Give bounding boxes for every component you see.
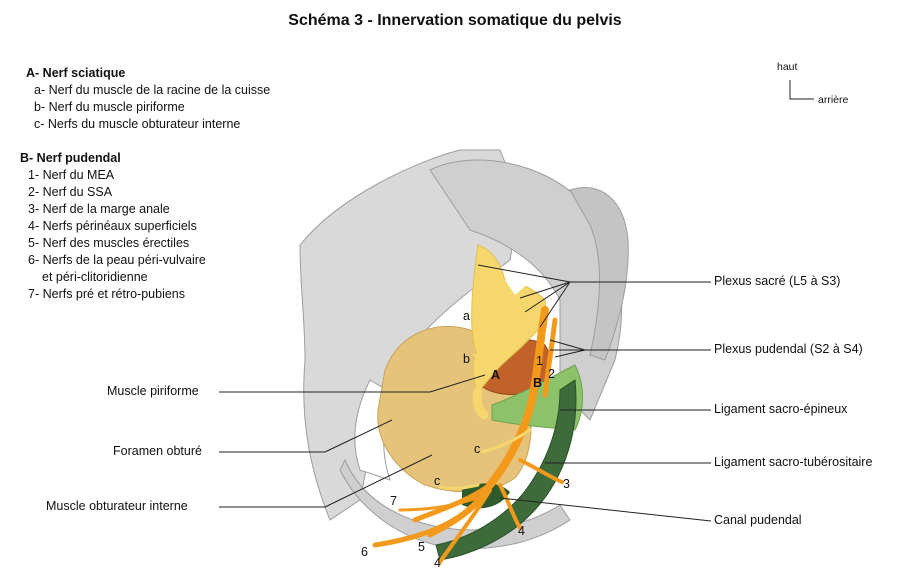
marker-6: 6 <box>361 545 368 559</box>
orientation-up-label: haut <box>777 61 798 73</box>
legend-item-a: a- Nerf du muscle de la racine de la cui… <box>34 83 271 97</box>
marker-c-lower: c <box>434 474 441 488</box>
marker-2: 2 <box>548 367 555 381</box>
leader-lines <box>219 264 712 522</box>
legend-sciatic-heading: A- Nerf sciatique <box>26 66 126 80</box>
legend-item-3: 3- Nerf de la marge anale <box>28 202 170 216</box>
legend-item-6: 6- Nerfs de la peau péri-vulvaire <box>28 253 206 267</box>
sciatic-nerve <box>472 387 489 420</box>
marker-b: b <box>463 352 470 366</box>
label-sacrotuberous-ligament: Ligament sacro-tubérositaire <box>714 455 873 469</box>
marker-4-upper: 4 <box>518 524 525 538</box>
marker-c-upper: c <box>474 442 481 456</box>
label-sacral-plexus: Plexus sacré (L5 à S3) <box>714 274 841 288</box>
legend-sciatic: A- Nerf sciatique a- Nerf du muscle de l… <box>26 65 270 133</box>
legend-item-7: 7- Nerfs pré et rétro-pubiens <box>28 287 186 301</box>
orientation-back-label: arrière <box>818 94 849 106</box>
legend-item-6-continued: et péri-clitoridienne <box>42 270 148 284</box>
marker-7: 7 <box>390 494 397 508</box>
marker-1: 1 <box>536 354 543 368</box>
legend-pudendal-heading: B- Nerf pudendal <box>20 151 121 165</box>
marker-pudendal-B: B <box>533 376 543 390</box>
sciatic-branches <box>438 323 532 490</box>
legend-item-1: 1- Nerf du MEA <box>28 168 115 182</box>
marker-sciatic-A: A <box>491 368 501 382</box>
legend-item-b: b- Nerf du muscle piriforme <box>34 100 185 114</box>
label-sacrospinous-ligament: Ligament sacro-épineux <box>714 402 848 416</box>
page-title: Schéma 3 - Innervation somatique du pelv… <box>288 12 622 29</box>
legend-pudendal: B- Nerf pudendal 1- Nerf du MEA 2- Nerf … <box>20 150 206 303</box>
pelvic-bone <box>299 149 629 550</box>
label-piriformis-muscle: Muscle piriforme <box>107 384 199 398</box>
label-pudendal-plexus: Plexus pudendal (S2 à S4) <box>714 342 863 356</box>
legend-item-2: 2- Nerf du SSA <box>28 185 113 199</box>
marker-a: a <box>463 309 470 323</box>
label-obturator-foramen: Foramen obturé <box>113 444 202 458</box>
orientation-axes <box>789 80 814 100</box>
marker-3: 3 <box>563 477 570 491</box>
sacral-foramen <box>505 270 530 295</box>
legend-item-c: c- Nerfs du muscle obturateur interne <box>34 117 241 131</box>
marker-4-lower: 4 <box>434 556 441 570</box>
legend-item-5: 5- Nerf des muscles érectiles <box>28 236 190 250</box>
marker-5: 5 <box>418 540 425 554</box>
pudendal-nerve <box>372 306 564 564</box>
label-pudendal-canal: Canal pudendal <box>714 513 802 527</box>
legend-item-4: 4- Nerfs périnéaux superficiels <box>28 219 197 233</box>
label-obturator-internus: Muscle obturateur interne <box>46 499 188 513</box>
